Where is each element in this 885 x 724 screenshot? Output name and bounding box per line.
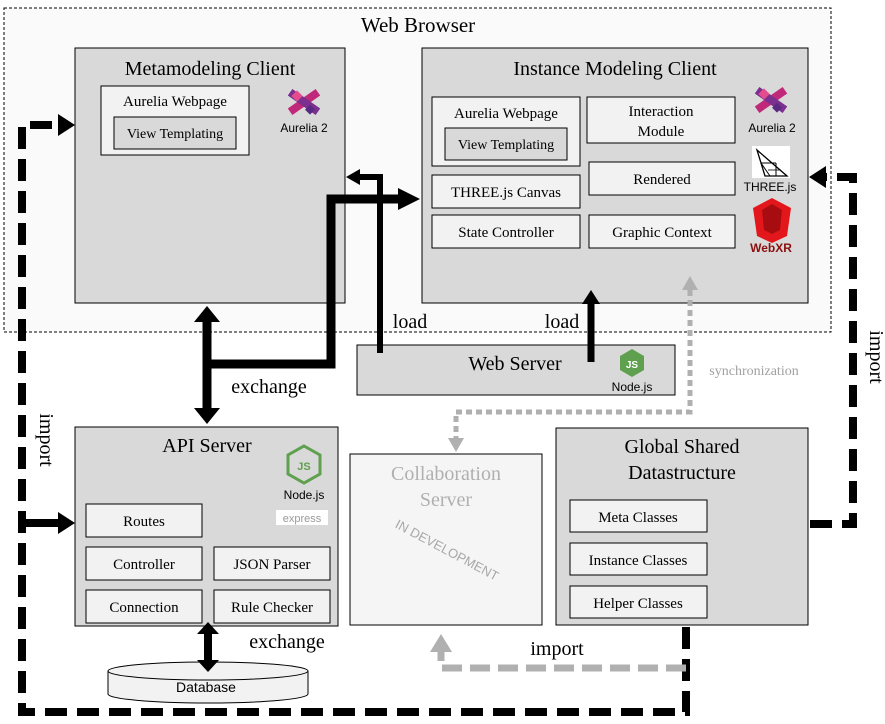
instance-modeling-client: Instance Modeling Client Aurelia Webpage… [421, 47, 809, 304]
threejs-canvas-box [431, 174, 581, 209]
load-left-label: load [393, 311, 427, 333]
api-server-title: API Server [162, 435, 252, 457]
graphic-context-box [588, 214, 736, 249]
global-title-line2: Datastructure [628, 462, 736, 484]
import-bottom-connector [430, 634, 686, 672]
controller-label: Controller [113, 557, 175, 573]
inst-view-templating-label: View Templating [458, 138, 554, 153]
rendered-label: Rendered [633, 172, 691, 188]
routes-label: Routes [123, 514, 165, 530]
load-left-connector [346, 169, 383, 353]
threejs-canvas-label: THREE.js Canvas [451, 185, 561, 201]
interaction-module-box [586, 96, 736, 144]
meta-aurelia-webpage-label: Aurelia Webpage [123, 94, 227, 110]
meta-aurelia-logo-label: Aurelia 2 [280, 121, 328, 135]
import-right-label: import [865, 330, 885, 384]
collaboration-server: Collaboration Server IN DEVELOPMENT [349, 453, 543, 626]
database-exchange-connector [197, 622, 219, 672]
meta-classes-label: Meta Classes [598, 510, 678, 526]
inst-aurelia-webpage-label: Aurelia Webpage [454, 106, 558, 122]
express-logo-bg [276, 510, 328, 525]
web-server-title: Web Server [468, 353, 562, 375]
routes-box [85, 503, 203, 538]
global-title-line1: Global Shared [625, 436, 740, 458]
webxr-logo-label: WebXR [750, 241, 792, 255]
rule-checker-label: Rule Checker [231, 600, 313, 616]
meta-view-templating-box [113, 116, 237, 150]
web-server-logo-label: Node.js [612, 380, 653, 394]
exchange-bottom-label: exchange [249, 631, 325, 653]
express-logo-label: express [283, 513, 322, 525]
helper-classes-label: Helper Classes [593, 596, 683, 612]
aurelia-logo-icon [754, 86, 788, 114]
graphic-context-label: Graphic Context [612, 225, 712, 241]
api-server-logo-label: Node.js [284, 488, 325, 502]
webxr-logo-icon [753, 198, 791, 243]
metamodeling-client: Metamodeling Client Aurelia Webpage View… [74, 47, 346, 304]
rule-checker-box [213, 589, 331, 624]
nodejs-logo-icon: JS [286, 444, 322, 485]
web-server: Web Server JS Node.js [356, 344, 676, 396]
database-label: Database [176, 679, 236, 695]
svg-text:JS: JS [626, 360, 639, 371]
import-right-connector [809, 166, 857, 528]
instance-modeling-client-title: Instance Modeling Client [513, 58, 717, 80]
json-parser-label: JSON Parser [233, 557, 310, 573]
import-bottom-label: import [530, 638, 584, 660]
import-left-connector [18, 114, 690, 716]
exchange-top-label: exchange [231, 376, 307, 398]
global-shared-datastructure: Global Shared Datastructure Meta Classes… [555, 427, 809, 626]
helper-classes-box [569, 585, 708, 619]
controller-box [85, 546, 203, 581]
inst-view-templating-box [444, 127, 568, 161]
interaction-module-line1: Interaction [629, 104, 694, 120]
collaboration-title-line2: Server [420, 489, 473, 511]
instance-classes-label: Instance Classes [589, 553, 688, 569]
meta-classes-box [569, 499, 708, 533]
load-right-connector [582, 290, 600, 362]
threejs-logo-label: THREE.js [744, 180, 797, 194]
synchronization-connector [448, 276, 698, 452]
json-parser-box [213, 546, 331, 581]
meta-view-templating-label: View Templating [127, 127, 223, 142]
instance-classes-box [569, 542, 708, 576]
rendered-box [588, 161, 736, 196]
synchronization-label: synchronization [709, 364, 798, 379]
exchange-connector [194, 188, 420, 424]
connection-box [85, 589, 203, 624]
interaction-module-line2: Module [638, 124, 685, 140]
connection-label: Connection [109, 600, 179, 616]
aurelia-logo-icon [287, 88, 321, 116]
api-server: API Server JS Node.js express Routes Con… [74, 426, 339, 627]
inst-aurelia-logo-label: Aurelia 2 [748, 121, 796, 135]
collaboration-title-line1: Collaboration [391, 463, 501, 485]
load-right-label: load [545, 311, 579, 333]
metamodeling-client-title: Metamodeling Client [125, 58, 296, 80]
web-browser-title: Web Browser [361, 13, 475, 37]
nodejs-logo-icon: JS [620, 349, 644, 377]
state-controller-label: State Controller [458, 225, 553, 241]
import-left-label: import [35, 413, 57, 467]
svg-text:JS: JS [297, 461, 310, 473]
state-controller-box [431, 214, 581, 249]
threejs-logo-icon [752, 146, 790, 178]
